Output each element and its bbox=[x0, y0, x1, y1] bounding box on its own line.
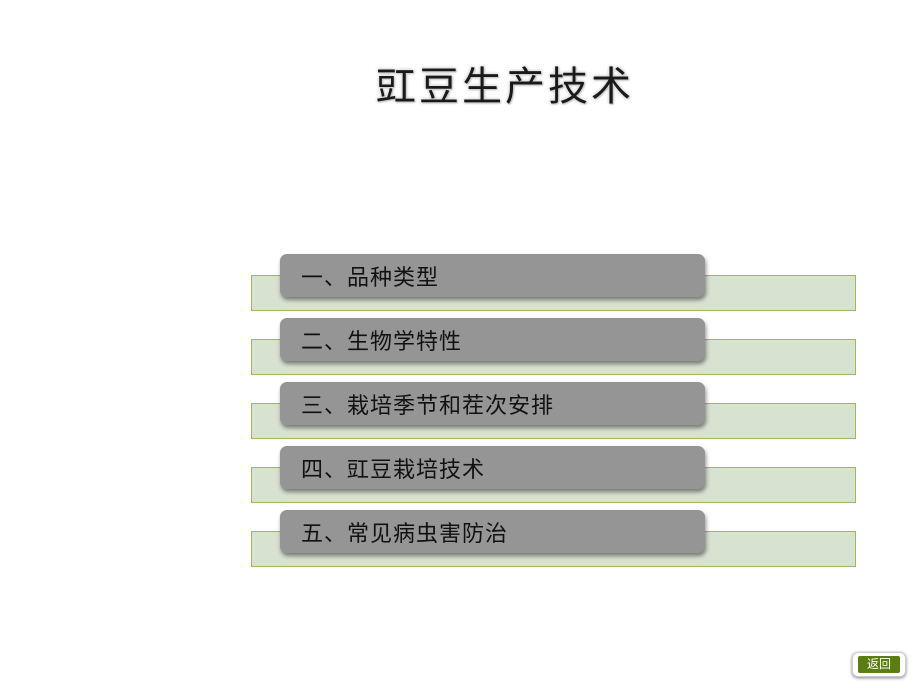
menu-button-varieties[interactable]: 一、品种类型 bbox=[280, 254, 705, 297]
menu-label: 二、生物学特性 bbox=[301, 329, 463, 355]
menu-item-3: 三、栽培季节和茬次安排 bbox=[251, 382, 856, 442]
menu-item-1: 一、品种类型 bbox=[251, 254, 856, 314]
menu-label: 三、栽培季节和茬次安排 bbox=[301, 393, 555, 419]
menu-button-seasons[interactable]: 三、栽培季节和茬次安排 bbox=[280, 382, 705, 425]
menu-button-cultivation[interactable]: 四、豇豆栽培技术 bbox=[280, 446, 705, 489]
menu-label: 五、常见病虫害防治 bbox=[301, 521, 509, 547]
menu-label: 四、豇豆栽培技术 bbox=[301, 457, 486, 483]
menu-item-5: 五、常见病虫害防治 bbox=[251, 510, 856, 570]
menu-button-pest-control[interactable]: 五、常见病虫害防治 bbox=[280, 510, 705, 553]
slide-title: 豇豆生产技术 bbox=[376, 64, 634, 110]
back-button[interactable]: 返回 bbox=[852, 652, 906, 677]
menu-label: 一、品种类型 bbox=[301, 265, 440, 291]
menu-button-biology[interactable]: 二、生物学特性 bbox=[280, 318, 705, 361]
menu-item-2: 二、生物学特性 bbox=[251, 318, 856, 378]
menu-item-4: 四、豇豆栽培技术 bbox=[251, 446, 856, 506]
back-button-label: 返回 bbox=[858, 656, 900, 673]
